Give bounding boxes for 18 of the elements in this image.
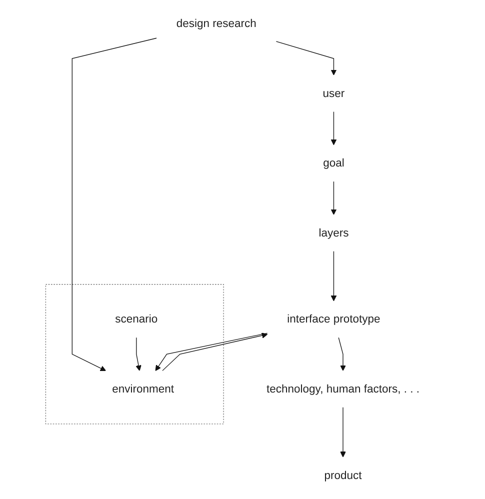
node-text: technology, human factors, . . . [266, 382, 420, 396]
arrow [338, 337, 346, 371]
arrow [72, 38, 157, 371]
node-text: scenario [115, 312, 158, 326]
arrow [330, 181, 337, 215]
arrow [136, 337, 142, 371]
cluster [45, 284, 224, 424]
arrow [330, 111, 337, 146]
node-text: goal [323, 156, 344, 170]
arrow [330, 250, 337, 302]
node-text: interface prototype [287, 312, 380, 326]
arrow [276, 41, 337, 76]
node-text: design research [176, 17, 256, 30]
node-text: user [322, 86, 345, 100]
node-text: layers [318, 226, 349, 240]
node-text: environment [112, 382, 174, 396]
arrow [340, 407, 346, 458]
node-text: product [324, 468, 362, 482]
